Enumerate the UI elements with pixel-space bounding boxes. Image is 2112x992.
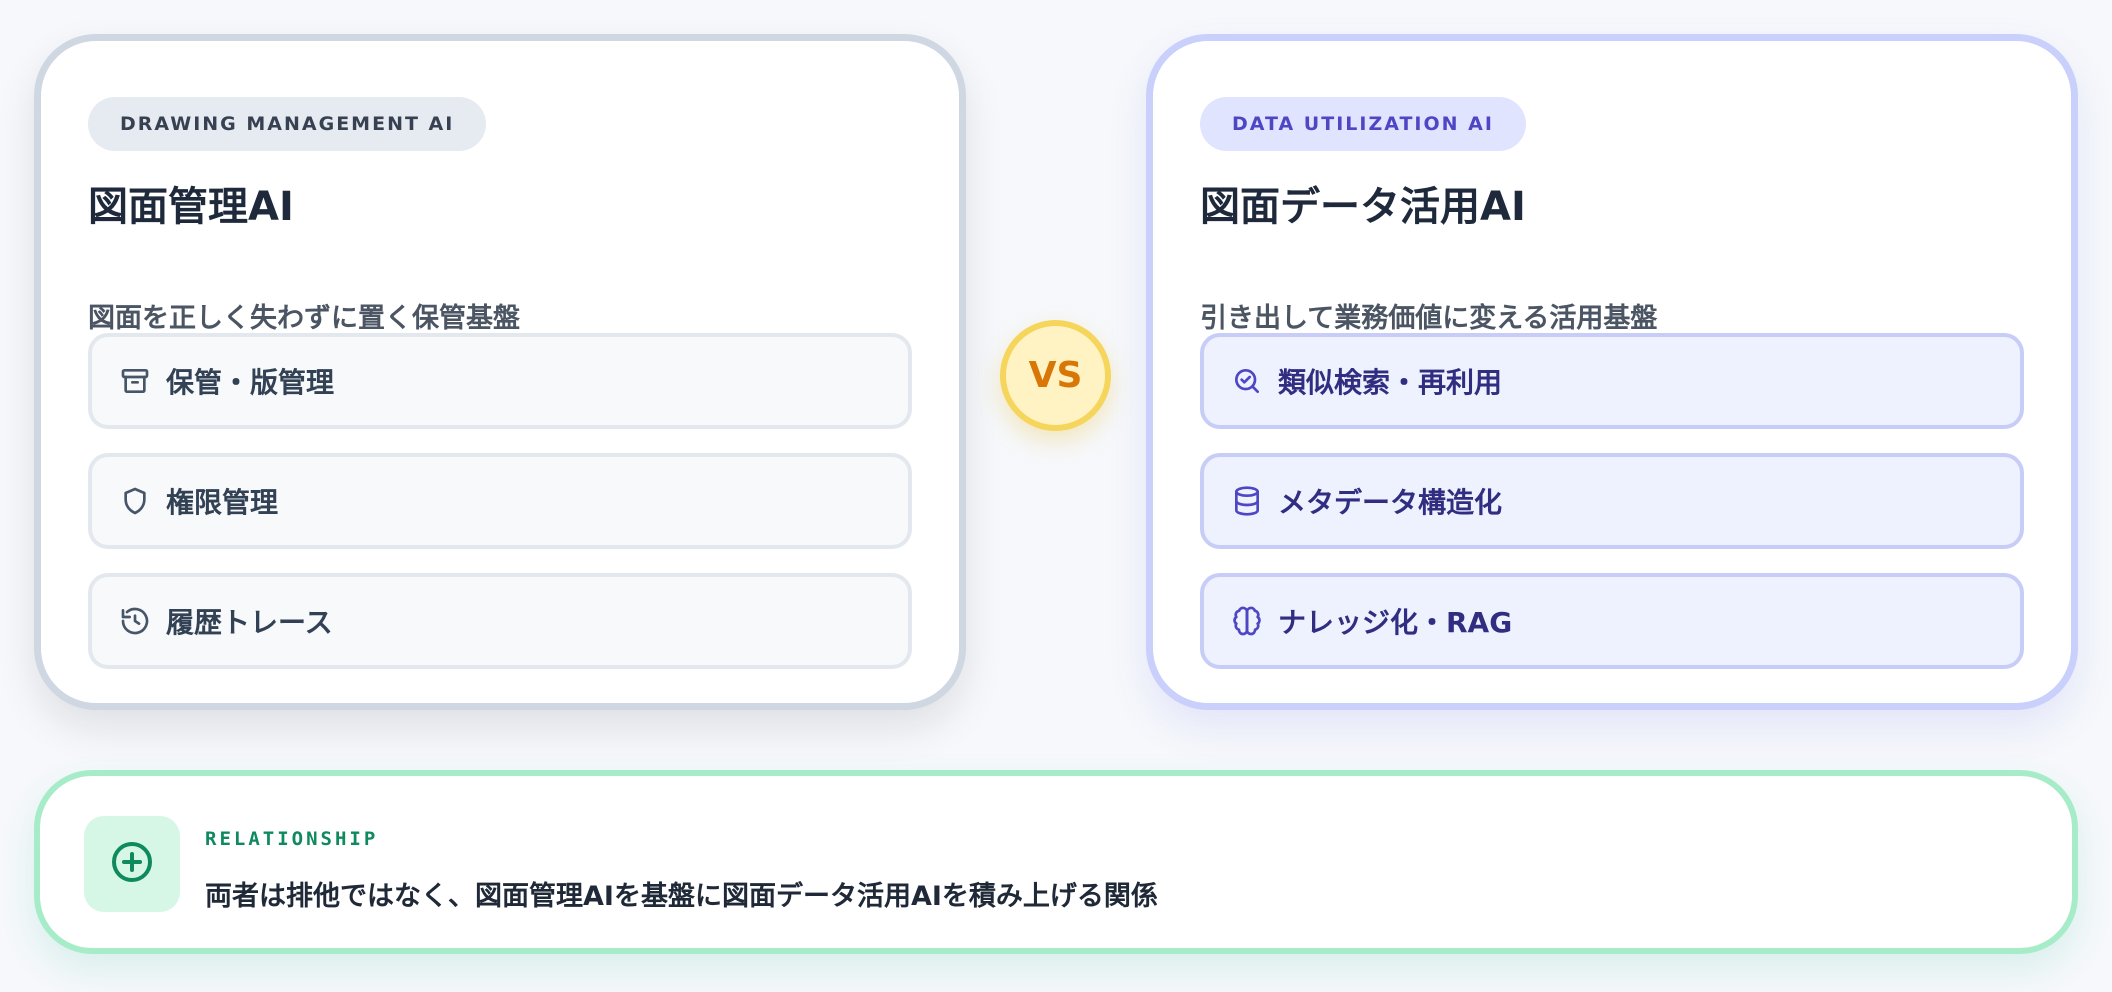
archive-box-icon [118,364,152,398]
feature-item-metadata-structuring: メタデータ構造化 [1200,453,2024,549]
plus-circle-icon [108,838,156,890]
relationship-eyebrow: RELATIONSHIP [205,828,379,850]
search-check-icon [1230,364,1264,398]
history-icon [118,604,152,638]
feature-list: 保管・版管理 権限管理 履歴トレース [88,333,912,693]
feature-label: 保管・版管理 [166,366,335,399]
feature-item-similar-search: 類似検索・再利用 [1200,333,2024,429]
feature-label: ナレッジ化・RAG [1278,606,1513,639]
card-tag: DRAWING MANAGEMENT AI [88,97,487,151]
database-icon [1230,484,1264,518]
feature-label: 類似検索・再利用 [1278,366,1503,399]
feature-label: 履歴トレース [166,606,333,639]
brain-icon [1230,604,1264,638]
feature-list: 類似検索・再利用 メタデータ構造化 [1200,333,2024,693]
data-utilization-card: DATA UTILIZATION AI 図面データ活用AI 引き出して業務価値に… [1146,34,2078,710]
relationship-banner: RELATIONSHIP 両者は排他ではなく、図面管理AIを基盤に図面データ活用… [34,770,2078,954]
card-title: 図面データ活用AI [1200,184,1526,230]
relationship-text: 両者は排他ではなく、図面管理AIを基盤に図面データ活用AIを積み上げる関係 [205,881,1158,912]
relationship-icon-box [84,816,180,912]
feature-item-knowledge-rag: ナレッジ化・RAG [1200,573,2024,669]
card-subtitle: 引き出して業務価値に変える活用基盤 [1200,303,1658,334]
feature-label: メタデータ構造化 [1278,486,1503,519]
card-title: 図面管理AI [88,184,294,230]
card-tag: DATA UTILIZATION AI [1200,97,1526,151]
feature-item-permissions: 権限管理 [88,453,912,549]
vs-badge: VS [1000,320,1111,431]
drawing-management-card: DRAWING MANAGEMENT AI 図面管理AI 図面を正しく失わずに置… [34,34,966,710]
feature-label: 権限管理 [166,486,279,519]
feature-item-history-trace: 履歴トレース [88,573,912,669]
feature-item-storage-version: 保管・版管理 [88,333,912,429]
card-subtitle: 図面を正しく失わずに置く保管基盤 [88,303,520,334]
shield-icon [118,484,152,518]
